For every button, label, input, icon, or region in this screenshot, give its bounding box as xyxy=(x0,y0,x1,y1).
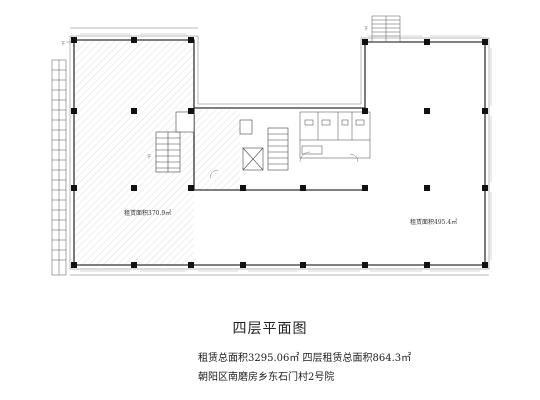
west-area-label: 租赁面积370.9㎡ xyxy=(124,209,171,217)
inner-wall-lines xyxy=(69,27,490,276)
central-hatch xyxy=(194,110,240,190)
central-core xyxy=(239,119,289,171)
address-line: 朝阳区南磨房乡东石门村2号院 xyxy=(198,372,335,383)
east-area-label: 租赁面积495.4㎡ xyxy=(410,218,457,226)
area-summary: 租赁总面积3295.06㎡ 四层租赁总面积864.3㎡ xyxy=(198,353,412,364)
restroom-block xyxy=(299,111,371,159)
window-marks xyxy=(80,33,492,272)
down-marker-west: 下 xyxy=(61,41,65,46)
down-marker-stair: 下 xyxy=(147,154,151,159)
west-exterior-stair xyxy=(51,59,67,276)
floor-plan: 下 下 下 租赁面积370.9㎡ 租赁面积495.4㎡ xyxy=(51,15,492,276)
structural-columns xyxy=(71,37,488,268)
down-marker-east: 下 xyxy=(364,26,368,31)
northeast-stair xyxy=(371,15,401,43)
west-core-stair xyxy=(155,111,195,173)
floor-title: 四层平面图 xyxy=(232,321,308,337)
door-swings xyxy=(209,151,359,179)
